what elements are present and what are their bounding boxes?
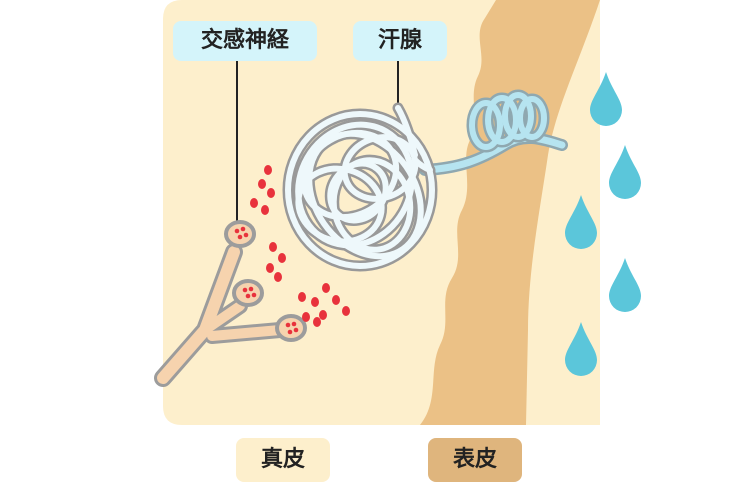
nerve-terminal bbox=[232, 279, 264, 307]
neurotransmitter-dots bbox=[250, 165, 350, 327]
water-drop-icon bbox=[590, 72, 622, 126]
sweat-duct bbox=[419, 89, 568, 176]
nerve-terminal bbox=[224, 220, 256, 248]
nerve-terminal bbox=[275, 314, 307, 342]
epidermis-label: 表皮 bbox=[428, 438, 522, 482]
epidermis-layer bbox=[420, 0, 600, 425]
sweat-gland-label: 汗腺 bbox=[353, 21, 447, 61]
dermis-label: 真皮 bbox=[236, 438, 330, 482]
water-drop-icon bbox=[609, 258, 641, 312]
sweat-gland bbox=[282, 102, 438, 272]
water-drop-icon bbox=[609, 145, 641, 199]
sweat-drops bbox=[565, 72, 641, 376]
water-drop-icon bbox=[565, 195, 597, 249]
water-drop-icon bbox=[565, 322, 597, 376]
sympathetic-nerve bbox=[154, 220, 307, 387]
sympathetic-nerve-label: 交感神経 bbox=[173, 21, 317, 61]
